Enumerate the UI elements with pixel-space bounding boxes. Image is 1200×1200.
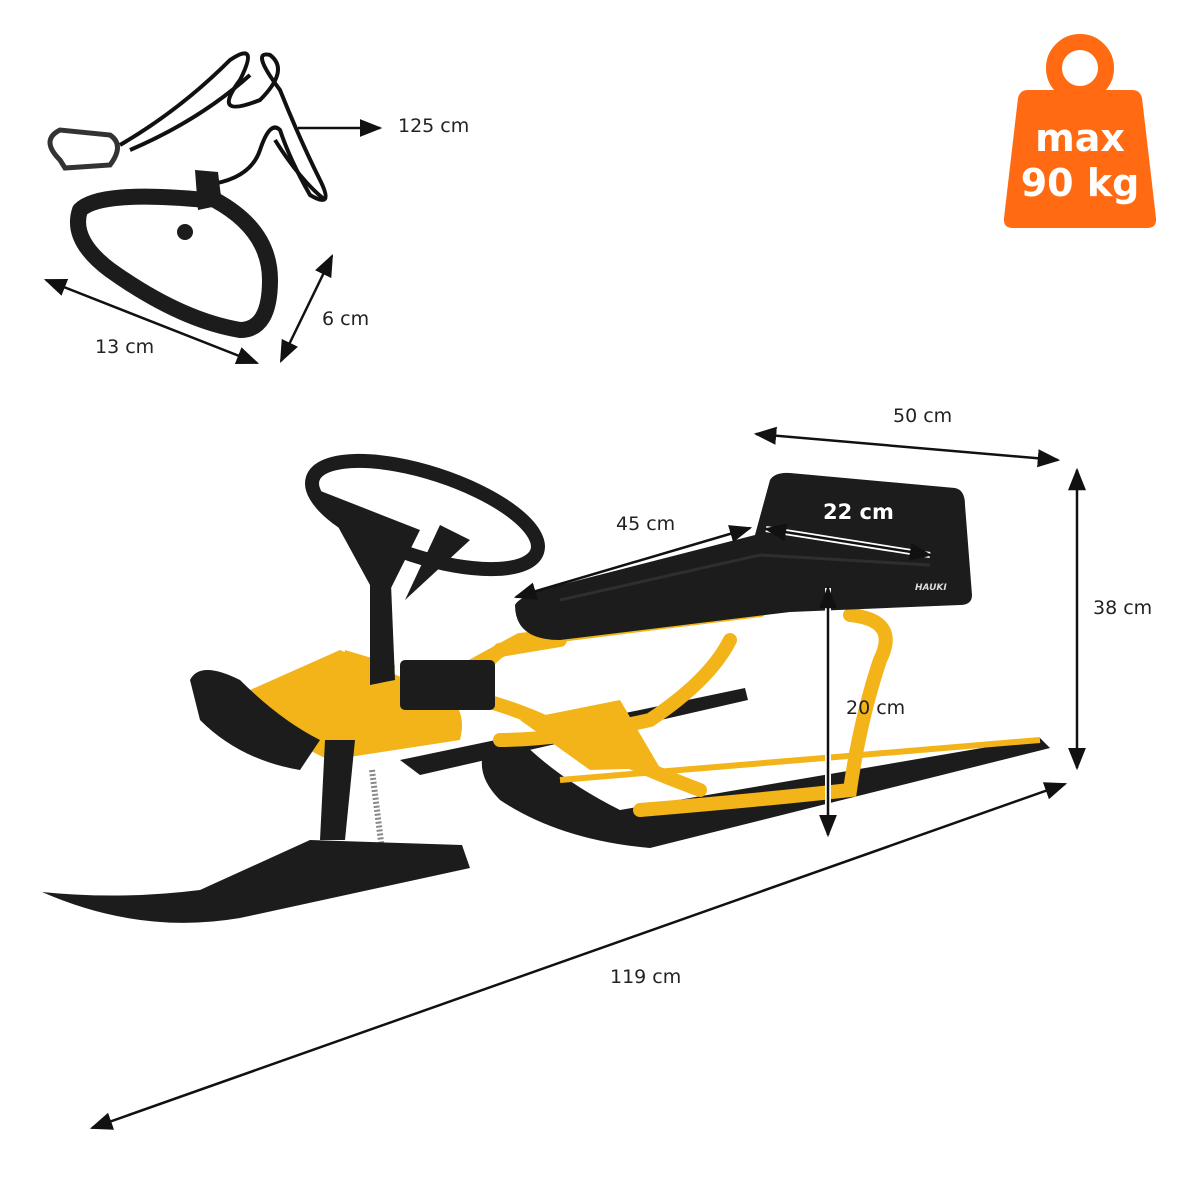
weight-badge-icon [1003,34,1157,228]
handle-width-label: 13 cm [95,336,155,358]
seat-height-label: 20 cm [846,697,906,719]
brand-logo: HAUKI [915,583,947,593]
rope-length-label: 125 cm [398,115,470,137]
handle [70,170,278,338]
seat-total-length-label: 50 cm [893,405,953,427]
footrest [520,700,660,770]
handle-depth-label: 6 cm [322,308,370,330]
dimension-arrows [43,119,1086,1130]
front-ski [42,840,470,923]
weight-badge-line1: max [1035,116,1125,160]
tow-rope [47,51,328,202]
seat-width-label: 22 cm [822,499,894,524]
seat [515,472,972,640]
total-height-label: 38 cm [1093,597,1153,619]
weight-badge-line2: 90 kg [1020,161,1140,205]
total-length-label: 119 cm [610,966,682,988]
seat-length-label: 45 cm [616,513,676,535]
